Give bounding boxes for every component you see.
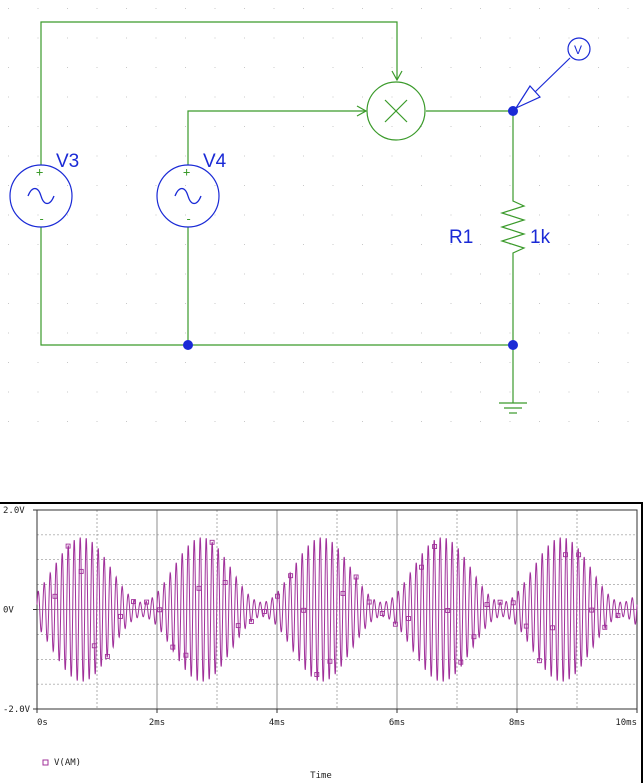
wire-bottom-rail[interactable] [40,227,513,346]
x-tick-label: 2ms [149,718,165,728]
y-tick-label: -2.0V [3,705,31,715]
circuit-schematic: + - V3 + - V4 R1 1k V [8,8,629,422]
series-marker [170,644,176,650]
series-marker [262,609,267,614]
series-marker [340,590,346,596]
x-tick-label: 4ms [269,718,285,728]
ground-symbol[interactable] [499,402,527,414]
series-marker [104,653,110,659]
series-marker [235,623,241,629]
resistor-name-label: R1 [449,227,473,248]
series-marker [209,539,215,545]
y-tick-label: 0V [3,606,14,616]
series-marker [118,613,123,619]
x-axis: 0s 2ms 4ms 6ms 8ms 10ms [36,709,638,728]
resistor-value-label: 1k [530,227,551,248]
x-axis-title: Time [310,771,332,781]
y-axis: 2.0V 0V -2.0V [3,506,37,715]
wires [40,21,514,403]
wire-v3-to-multiplier[interactable] [40,21,398,165]
series-line[interactable] [36,537,638,682]
x-tick-label: 8ms [509,718,525,728]
x-tick-label: 6ms [389,718,405,728]
voltage-source-v4[interactable]: + - V4 [156,151,227,228]
series-marker [222,580,228,585]
series-marker [406,616,411,621]
y-tick-label: 2.0V [3,506,25,516]
series-marker [419,564,424,570]
series-marker [131,599,136,605]
series-marker [91,643,97,649]
series-marker [196,585,202,591]
series-marker [144,599,150,605]
series-marker [458,659,464,665]
sine-icon [174,187,202,205]
voltage-source-v3[interactable]: + - V3 [9,151,79,228]
series-marker [432,544,438,549]
wire-v4-to-multiplier[interactable] [187,110,366,165]
series-marker [314,672,320,677]
schematic-grid [8,8,629,422]
series-marker [576,552,582,558]
resistor-r1[interactable]: R1 1k [449,196,551,258]
series-marker [248,619,254,624]
arrowhead-top [391,70,403,82]
source-v4-label: V4 [203,151,227,172]
node-junction[interactable] [183,340,193,350]
series-marker [275,593,280,599]
series-marker [288,573,294,579]
arrowhead-left [356,105,368,117]
node-junction[interactable] [508,106,518,116]
legend: V(AM) [42,758,81,768]
series-marker [379,611,385,616]
source-minus-sign: - [38,212,45,226]
series-marker [392,621,398,627]
x-tick-label: 10ms [615,718,637,728]
source-v3-label: V3 [56,151,79,172]
series-marker [353,574,359,580]
series-markers [52,539,621,677]
series-marker [510,600,516,606]
x-tick-label: 0s [37,718,48,728]
legend-marker-icon [42,759,49,766]
series-marker [589,607,595,613]
series-marker [183,652,189,658]
series-marker [615,612,621,618]
series-marker [536,658,542,664]
source-plus-sign: + [183,165,190,179]
series-marker [327,658,333,664]
node-junction[interactable] [508,340,518,350]
probe-label: V [574,43,582,57]
series-marker [366,599,372,605]
sine-icon [27,187,55,205]
series-marker [52,593,58,599]
series-marker [523,623,529,629]
source-plus-sign: + [36,165,43,179]
series-marker [78,568,84,574]
series-marker [550,625,555,631]
waveform-plot[interactable]: 2.0V 0V -2.0V 0s 2ms 4ms 6ms 8ms 10ms V(AM) Tim… [0,502,643,783]
series-marker [157,607,163,613]
series-marker [484,602,490,608]
series-marker [563,552,568,558]
probe-arrow-icon [514,85,541,110]
series-marker [471,634,477,640]
series-marker [65,543,71,549]
series-marker [497,599,503,605]
series-marker [602,624,608,630]
legend-series-label: V(AM) [54,758,81,768]
source-minus-sign: - [185,212,192,226]
multiplier-block[interactable] [366,81,426,141]
series-marker [301,607,307,613]
series-marker [445,608,451,613]
voltage-probe[interactable]: V [514,37,591,110]
